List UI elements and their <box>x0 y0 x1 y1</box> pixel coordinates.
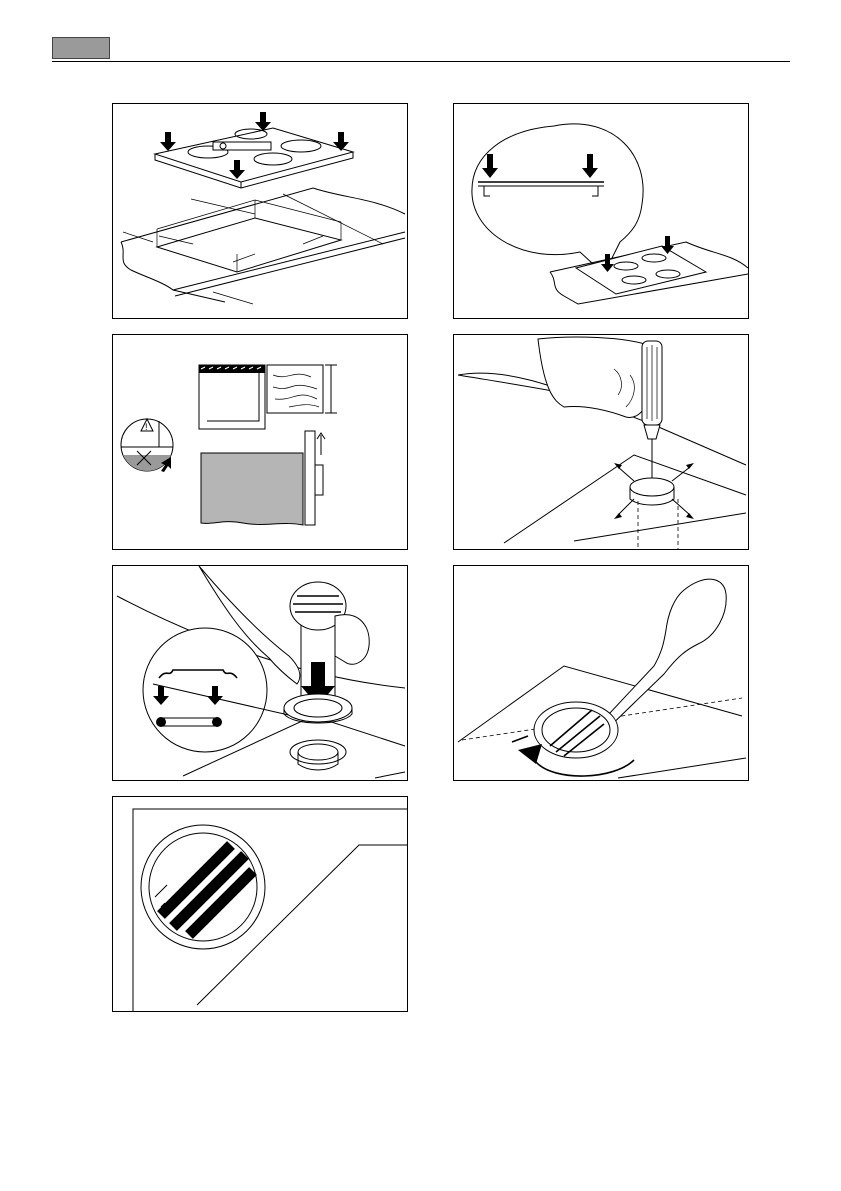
spoon-rotate-cover-icon <box>454 566 748 780</box>
vent-cover-closeup-icon <box>113 797 407 1011</box>
worktop-edge-warning-icon: ! <box>113 335 407 549</box>
figure-vent-closeup <box>112 796 408 1012</box>
figure-screwdriver <box>453 334 749 550</box>
figure-spoon-rotate <box>453 565 749 781</box>
figure-worktop-warning: ! <box>112 334 408 550</box>
figure-hob-placement <box>112 103 408 319</box>
seal-press-detail-icon <box>454 104 748 318</box>
header-rule <box>52 61 790 62</box>
screwdriver-hole-icon <box>454 335 748 549</box>
figure-insert-bushing <box>112 565 408 781</box>
hob-placement-cutout-icon <box>113 104 407 318</box>
header-tab <box>52 37 110 59</box>
warning-glyph: ! <box>145 422 148 432</box>
figure-seal-press <box>453 103 749 319</box>
insert-bushing-icon <box>113 566 407 780</box>
